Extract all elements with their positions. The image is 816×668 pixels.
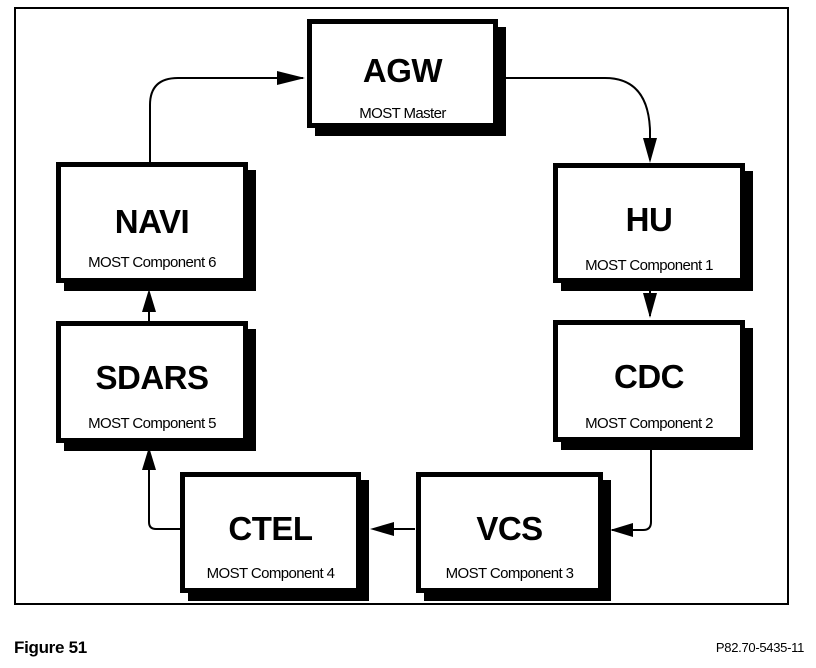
edge-navi-agw [149, 77, 303, 165]
node-subtitle: MOST Component 4 [206, 565, 335, 582]
arrowhead-navi-agw [277, 71, 305, 85]
node-subtitle: MOST Component 2 [585, 415, 713, 432]
node-navi: NAVI MOST Component 6 [56, 162, 248, 283]
node-sdars: SDARS MOST Component 5 [56, 321, 248, 443]
node-title: AGW [362, 52, 443, 89]
arrowhead-sdars-navi [142, 289, 156, 312]
node-title: HU [625, 201, 673, 238]
edge-cdc-vcs [612, 448, 652, 531]
node-subtitle: MOST Component 1 [585, 257, 713, 274]
edge-agw-hu [500, 77, 651, 160]
node-cdc: CDC MOST Component 2 [553, 320, 745, 442]
arrowhead-agw-hu [643, 138, 657, 163]
node-title: CDC [614, 358, 685, 395]
edge-ctel-sdars [148, 455, 180, 530]
node-title: SDARS [95, 359, 209, 396]
node-ctel: CTEL MOST Component 4 [180, 472, 361, 593]
node-subtitle: MOST Component 5 [88, 415, 216, 432]
node-title: CTEL [228, 510, 313, 547]
figure-label: Figure 51 [14, 638, 87, 657]
arrowhead-ctel-sdars [142, 447, 156, 470]
node-subtitle: MOST Component 3 [445, 565, 574, 582]
node-vcs: VCS MOST Component 3 [416, 472, 603, 593]
arrowhead-vcs-ctel [370, 522, 394, 536]
arrowhead-cdc-vcs [610, 523, 633, 537]
diagram-frame [14, 7, 789, 605]
node-title: NAVI [114, 203, 190, 240]
node-agw: AGW MOST Master [307, 19, 498, 128]
node-hu: HU MOST Component 1 [553, 163, 745, 283]
figure-reference-code: P82.70-5435-11 [715, 640, 804, 655]
arrowhead-hu-cdc [643, 293, 657, 318]
node-subtitle: MOST Component 6 [88, 254, 216, 271]
node-subtitle: MOST Master [359, 105, 446, 122]
node-title: VCS [476, 510, 543, 547]
